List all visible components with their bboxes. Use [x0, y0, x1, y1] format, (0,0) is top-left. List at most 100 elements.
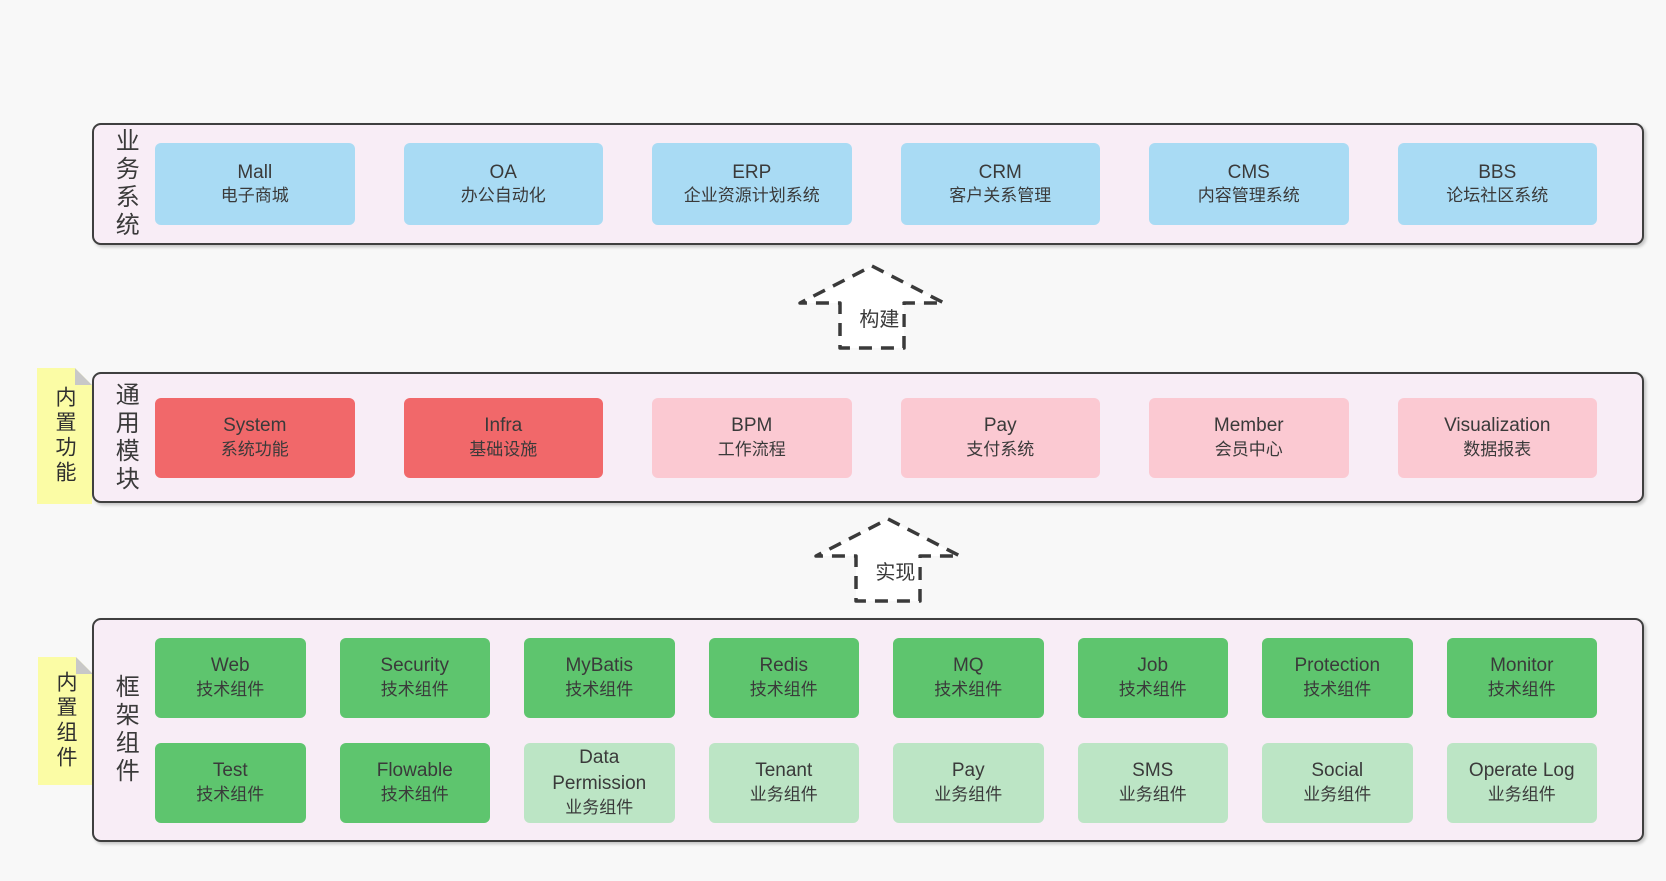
box-subtitle: 电子商城 [220, 186, 289, 206]
box-mybatis: MyBatis 技术组件 [524, 637, 675, 718]
box-mall: Mall 电子商城 [155, 143, 355, 225]
box-operate-log: Operate Log 业务组件 [1446, 742, 1597, 823]
box-subtitle: 业务组件 [934, 784, 1003, 804]
box-title: Mall [237, 161, 273, 183]
box-title: BBS [1478, 161, 1517, 183]
box-title: OA [489, 161, 517, 183]
box-social: Social 业务组件 [1262, 742, 1413, 823]
arrow-build: 构建 [796, 263, 948, 351]
box-security: Security 技术组件 [339, 637, 490, 718]
box-subtitle: 办公自动化 [460, 186, 546, 206]
box-title: Flowable [376, 760, 453, 782]
box-system: System 系统功能 [155, 397, 355, 478]
sticky-label: 内置功能 [53, 386, 77, 486]
panel-title-framework-components: 框架组件 [111, 674, 139, 786]
box-title: MyBatis [565, 655, 634, 677]
box-crm: CRM 客户关系管理 [900, 143, 1100, 225]
framework-components-panel: 框架组件 Web 技术组件 Security 技术组件 MyBatis 技术组件… [92, 618, 1644, 842]
box-subtitle: 业务组件 [1303, 784, 1372, 804]
box-title: Data Permission [552, 747, 647, 795]
box-pay: Pay 支付系统 [900, 397, 1100, 478]
box-subtitle: 企业资源计划系统 [683, 186, 820, 206]
box-title: CRM [978, 161, 1022, 183]
sticky-note-builtin-features: 内置功能 [37, 368, 92, 504]
box-title: Tenant [755, 760, 813, 782]
box-subtitle: 内容管理系统 [1197, 186, 1300, 206]
panel-title-common-modules: 通用模块 [111, 381, 139, 494]
arrow-label: 构建 [856, 303, 903, 332]
box-subtitle: 数据报表 [1463, 439, 1532, 459]
box-subtitle: 技术组件 [196, 784, 265, 804]
box-title: Protection [1294, 655, 1381, 677]
box-title: Social [1311, 760, 1364, 782]
box-title: Visualization [1444, 415, 1551, 437]
box-bpm: BPM 工作流程 [652, 397, 852, 478]
box-subtitle: 业务组件 [565, 797, 634, 817]
sticky-label: 内置组件 [54, 671, 78, 771]
framework-components-row-1: Web 技术组件 Security 技术组件 MyBatis 技术组件 Redi… [155, 637, 1597, 718]
box-subtitle: 支付系统 [966, 439, 1035, 459]
box-protection: Protection 技术组件 [1262, 637, 1413, 718]
box-subtitle: 技术组件 [1118, 679, 1187, 699]
box-subtitle: 客户关系管理 [949, 186, 1052, 206]
box-subtitle: 技术组件 [1487, 679, 1556, 699]
box-monitor: Monitor 技术组件 [1446, 637, 1597, 718]
box-title: CMS [1227, 161, 1270, 183]
box-data-permission: Data Permission 业务组件 [524, 742, 675, 823]
box-web: Web 技术组件 [155, 637, 306, 718]
box-sms: SMS 业务组件 [1077, 742, 1228, 823]
box-subtitle: 技术组件 [565, 679, 634, 699]
arrow-label: 实现 [872, 556, 919, 585]
box-subtitle: 工作流程 [717, 439, 786, 459]
business-systems-panel: 业务系统 Mall 电子商城 OA 办公自动化 ERP 企业资源计划系统 CRM… [92, 123, 1644, 245]
box-mq: MQ 技术组件 [893, 637, 1044, 718]
box-subtitle: 基础设施 [469, 439, 538, 459]
framework-components-rows: Web 技术组件 Security 技术组件 MyBatis 技术组件 Redi… [155, 637, 1597, 823]
box-subtitle: 系统功能 [220, 439, 289, 459]
box-title: Infra [484, 415, 523, 437]
box-subtitle: 业务组件 [1118, 784, 1187, 804]
box-cms: CMS 内容管理系统 [1149, 143, 1349, 225]
folded-corner [75, 368, 92, 385]
panel-title-business-systems: 业务系统 [111, 128, 139, 240]
common-modules-panel: 通用模块 System 系统功能 Infra 基础设施 BPM 工作流程 Pay… [92, 372, 1644, 503]
business-systems-row: Mall 电子商城 OA 办公自动化 ERP 企业资源计划系统 CRM 客户关系… [155, 143, 1597, 225]
box-title: SMS [1132, 760, 1174, 782]
box-title: Test [212, 760, 248, 782]
box-subtitle: 技术组件 [196, 679, 265, 699]
box-subtitle: 技术组件 [380, 679, 449, 699]
box-title: System [223, 415, 287, 437]
box-pay-business: Pay 业务组件 [893, 742, 1044, 823]
box-title: Job [1137, 655, 1169, 677]
common-modules-row: System 系统功能 Infra 基础设施 BPM 工作流程 Pay 支付系统… [155, 397, 1597, 478]
box-title: Monitor [1490, 655, 1554, 677]
box-title: Security [380, 655, 450, 677]
box-title: Member [1213, 415, 1284, 437]
box-erp: ERP 企业资源计划系统 [652, 143, 852, 225]
box-title: BPM [731, 415, 773, 437]
box-test: Test 技术组件 [155, 742, 306, 823]
box-subtitle: 技术组件 [1303, 679, 1372, 699]
box-oa: OA 办公自动化 [403, 143, 603, 225]
framework-components-row-2: Test 技术组件 Flowable 技术组件 Data Permission … [155, 742, 1597, 823]
box-bbs: BBS 论坛社区系统 [1397, 143, 1597, 225]
box-member: Member 会员中心 [1149, 397, 1349, 478]
box-visualization: Visualization 数据报表 [1397, 397, 1597, 478]
box-title: Redis [759, 655, 809, 677]
box-subtitle: 技术组件 [749, 679, 818, 699]
box-title: MQ [952, 655, 984, 677]
box-redis: Redis 技术组件 [708, 637, 859, 718]
arrow-implement: 实现 [812, 516, 964, 604]
box-subtitle: 业务组件 [749, 784, 818, 804]
box-subtitle: 技术组件 [934, 679, 1003, 699]
sticky-note-builtin-components: 内置组件 [38, 657, 93, 785]
box-subtitle: 技术组件 [380, 784, 449, 804]
box-flowable: Flowable 技术组件 [339, 742, 490, 823]
box-title: Operate Log [1468, 760, 1575, 782]
box-infra: Infra 基础设施 [403, 397, 603, 478]
box-title: Pay [951, 760, 985, 782]
folded-corner [76, 657, 93, 674]
box-title: Web [210, 655, 250, 677]
box-subtitle: 业务组件 [1487, 784, 1556, 804]
